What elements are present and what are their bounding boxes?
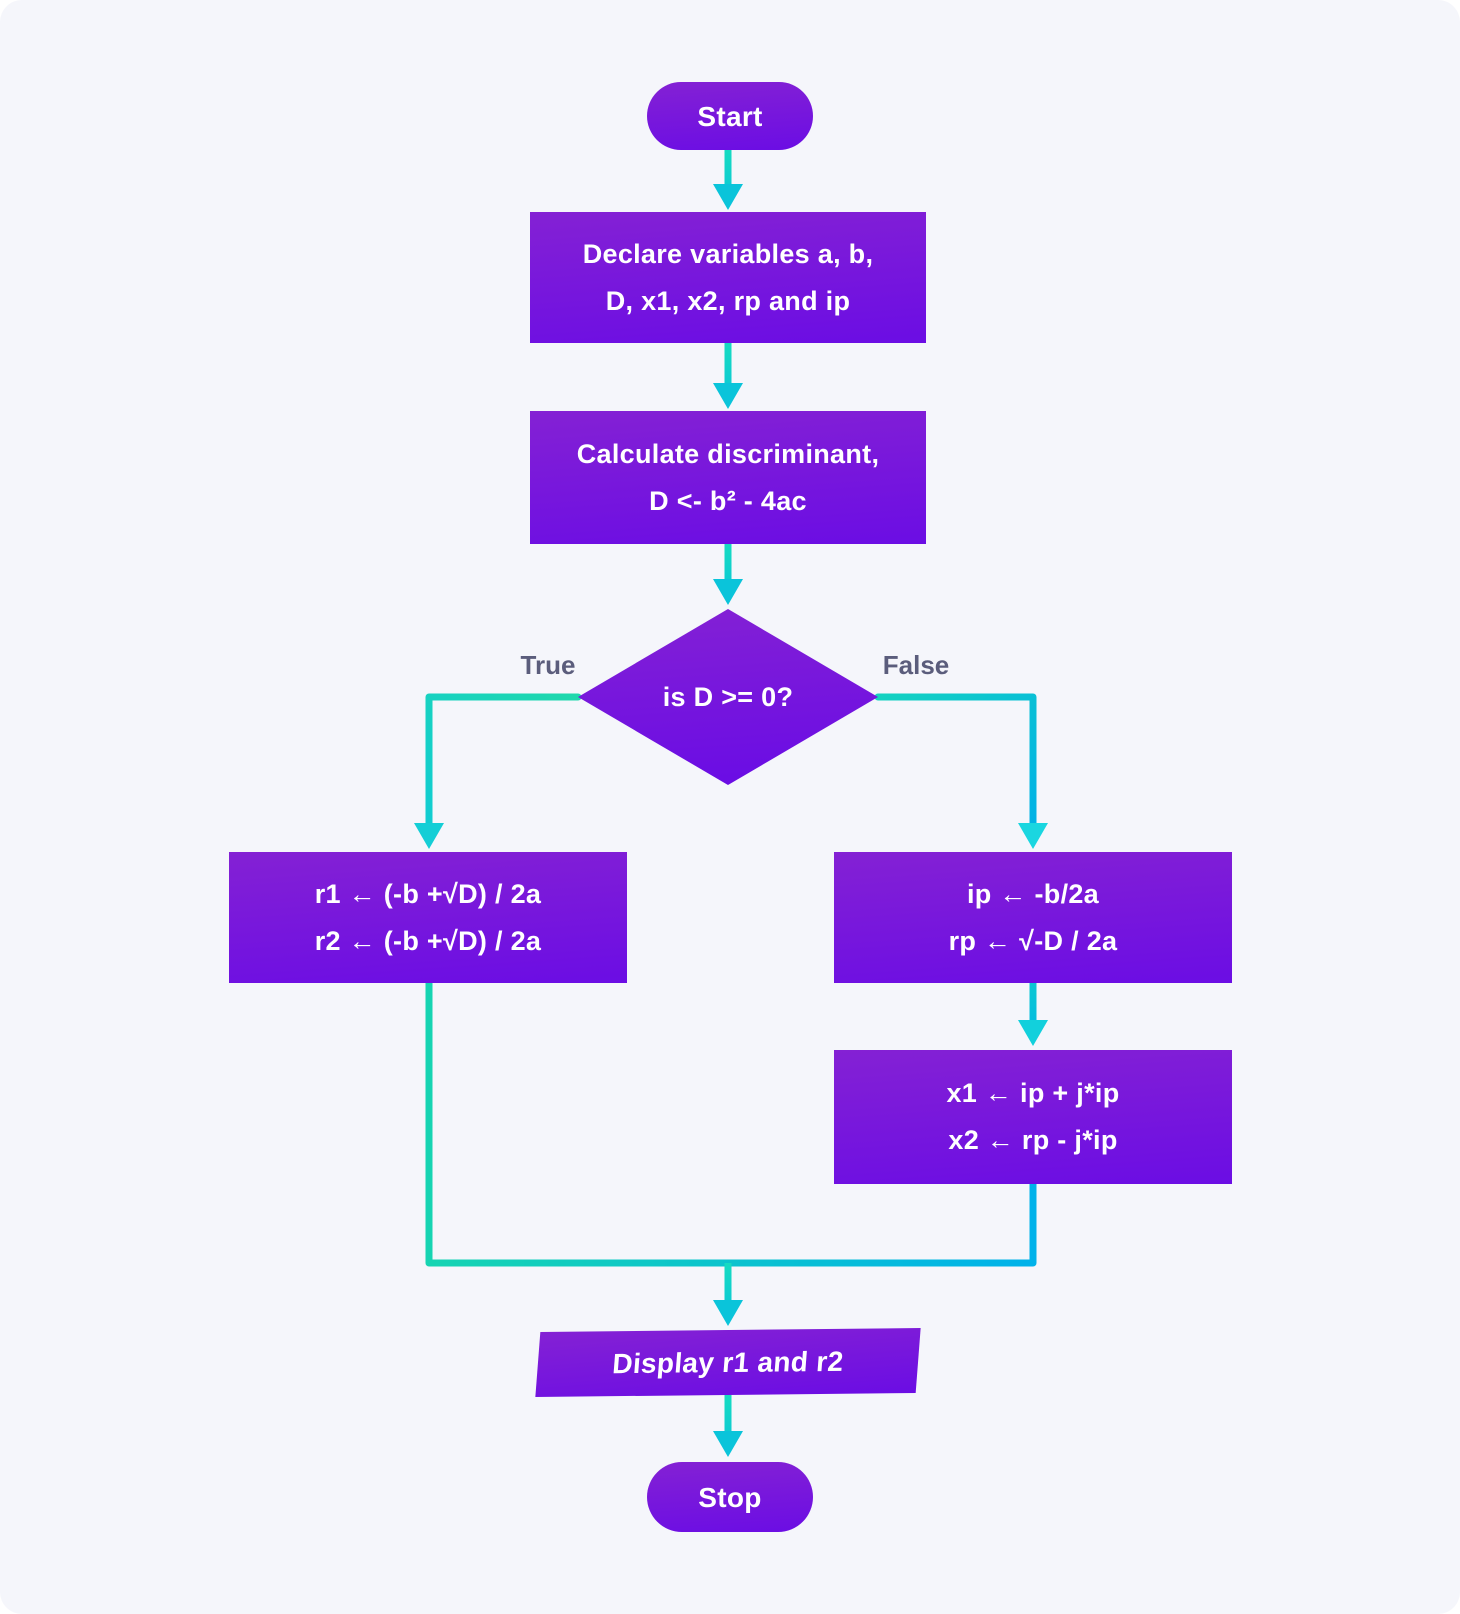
calculate-discriminant-node: Calculate discriminant, D <- b² - 4ac (530, 411, 926, 544)
calc-line-1: Calculate discriminant, (576, 438, 880, 469)
start-node: Start (647, 82, 813, 150)
complex-line-1: x1 ← ip + j*ip (946, 1078, 1120, 1108)
arrow-start-to-declare (713, 150, 743, 210)
arrow-declare-to-calc (713, 343, 743, 409)
calc-line-2: D <- b² - 4ac (649, 485, 807, 516)
display-node: Display r1 and r2 (535, 1328, 921, 1397)
declare-variables-node: Declare variables a, b, D, x1, x2, rp an… (530, 212, 926, 343)
declare-line-2: D, x1, x2, rp and ip (605, 285, 851, 316)
complex-roots-node: x1 ← ip + j*ip x2 ← rp - j*ip (834, 1050, 1232, 1184)
arrow-true-branch (414, 693, 582, 849)
decision-node: is D >= 0? (578, 609, 878, 785)
decision-diamond-shape (578, 609, 878, 785)
imag-line-1: ip ← -b/2a (966, 878, 1099, 909)
false-branch-label: False (882, 650, 950, 680)
real-roots-node: r1 ← (-b +√D) / 2a r2 ← (-b +√D) / 2a (229, 852, 627, 983)
arrow-merge-to-display (713, 1263, 743, 1326)
stop-node: Stop (647, 1462, 813, 1532)
real-roots-line-1: r1 ← (-b +√D) / 2a (314, 878, 542, 909)
declare-line-1: Declare variables a, b, (582, 238, 874, 269)
imaginary-parts-node: ip ← -b/2a rp ← √-D / 2a (834, 852, 1232, 983)
real-roots-line-2: r2 ← (-b +√D) / 2a (314, 925, 542, 956)
imag-line-2: rp ← √-D / 2a (948, 925, 1118, 956)
arrow-false-branch (874, 693, 1048, 849)
decision-label: is D >= 0? (662, 681, 794, 712)
stop-label: Stop (698, 1481, 762, 1513)
arrow-display-to-stop (713, 1395, 743, 1457)
arrow-calc-to-decision (713, 544, 743, 605)
arrow-imag-to-complex (1018, 983, 1048, 1046)
display-label: Display r1 and r2 (611, 1345, 845, 1380)
complex-line-2: x2 ← rp - j*ip (948, 1125, 1118, 1155)
start-label: Start (697, 100, 763, 132)
true-branch-label: True (520, 650, 576, 680)
